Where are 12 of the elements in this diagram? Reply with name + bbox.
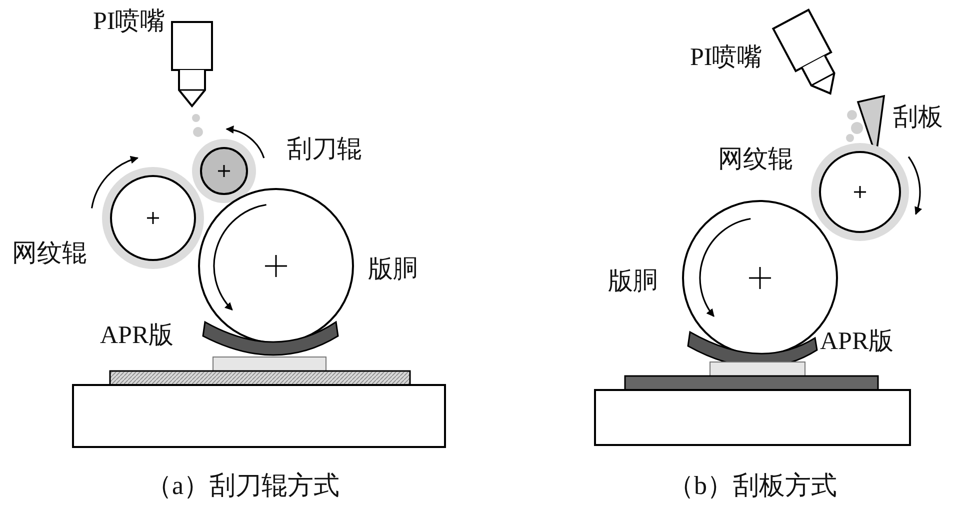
part-label: APR版 (100, 322, 174, 350)
part-label: PI喷嘴 (93, 8, 166, 36)
part-label: 网纹辊 (718, 146, 793, 174)
part-label: 刮板 (893, 104, 943, 132)
part-label: APR版 (820, 328, 894, 356)
panel-caption: （a）刮刀辊方式 (146, 472, 340, 500)
part-label: 版胴 (608, 268, 658, 296)
panel-caption: （b）刮板方式 (668, 472, 837, 500)
part-label: 网纹辊 (12, 240, 87, 268)
part-label: 刮刀辊 (287, 136, 362, 164)
part-label: 版胴 (368, 256, 418, 284)
part-label: PI喷嘴 (690, 44, 762, 72)
